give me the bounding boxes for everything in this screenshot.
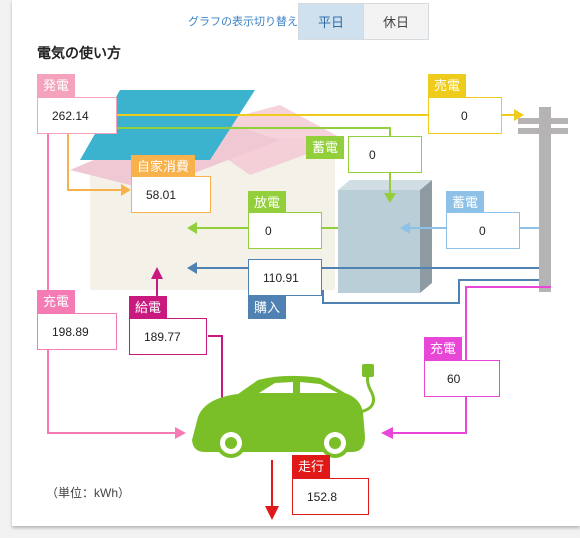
- flow-grid-charge-arrow: [381, 427, 393, 439]
- flow-driving-arrow: [265, 506, 279, 520]
- solar-panel: [80, 90, 255, 160]
- unit-note: （単位：kWh）: [46, 486, 131, 500]
- generation-label: 発電: [37, 74, 76, 97]
- flow-feed-up-arrow: [151, 267, 163, 279]
- self-consumption-value: 58.01: [131, 176, 211, 213]
- feed-label: 給電: [129, 296, 168, 319]
- driving-label: 走行: [292, 455, 331, 478]
- storage-label: 蓄電: [306, 136, 345, 159]
- sale-label: 売電: [428, 74, 467, 97]
- flow-feed: [208, 335, 223, 415]
- storage-value: 0: [348, 136, 422, 173]
- utility-pole: [518, 107, 568, 292]
- grid-storage-label: 蓄電: [446, 191, 485, 214]
- flow-solar-charge-arrow: [175, 427, 186, 439]
- flow-sale-arrow: [514, 109, 524, 121]
- discharge-label: 放電: [248, 191, 287, 214]
- discharge-value: 0: [248, 212, 322, 249]
- flow-grid-storage-arrow: [400, 222, 410, 234]
- toggle-label: グラフの表示切り替え: [188, 16, 298, 28]
- battery-unit: [338, 180, 432, 293]
- self-consumption-label: 自家消費: [131, 155, 196, 178]
- page-title: 電気の使い方: [37, 45, 121, 61]
- tab-weekday[interactable]: 平日: [298, 3, 364, 40]
- purchase-label: 購入: [248, 296, 287, 319]
- generation-value: 262.14: [37, 97, 117, 134]
- flow-storage-arrow: [384, 193, 396, 203]
- flow-self-arrow: [121, 184, 131, 196]
- flow-discharge-arrow: [187, 222, 197, 234]
- solar-charge-value: 198.89: [37, 313, 117, 350]
- grid-storage-value: 0: [446, 212, 520, 249]
- tab-holiday[interactable]: 休日: [363, 3, 429, 40]
- grid-charge-label: 充電: [424, 337, 463, 360]
- purchase-value: 110.91: [248, 259, 322, 296]
- driving-value: 152.8: [292, 478, 369, 515]
- flow-purchase-arrow: [187, 262, 197, 274]
- feed-value: 189.77: [129, 318, 207, 355]
- electric-car: [192, 364, 375, 458]
- sale-value: 0: [428, 97, 502, 134]
- plug-icon: [362, 364, 374, 377]
- solar-charge-label: 充電: [37, 290, 76, 313]
- grid-charge-value: 60: [424, 360, 500, 397]
- flow-purchase-return: [322, 279, 539, 304]
- flow-self-consumption: [67, 128, 121, 191]
- flow-solar-charge: [47, 128, 175, 434]
